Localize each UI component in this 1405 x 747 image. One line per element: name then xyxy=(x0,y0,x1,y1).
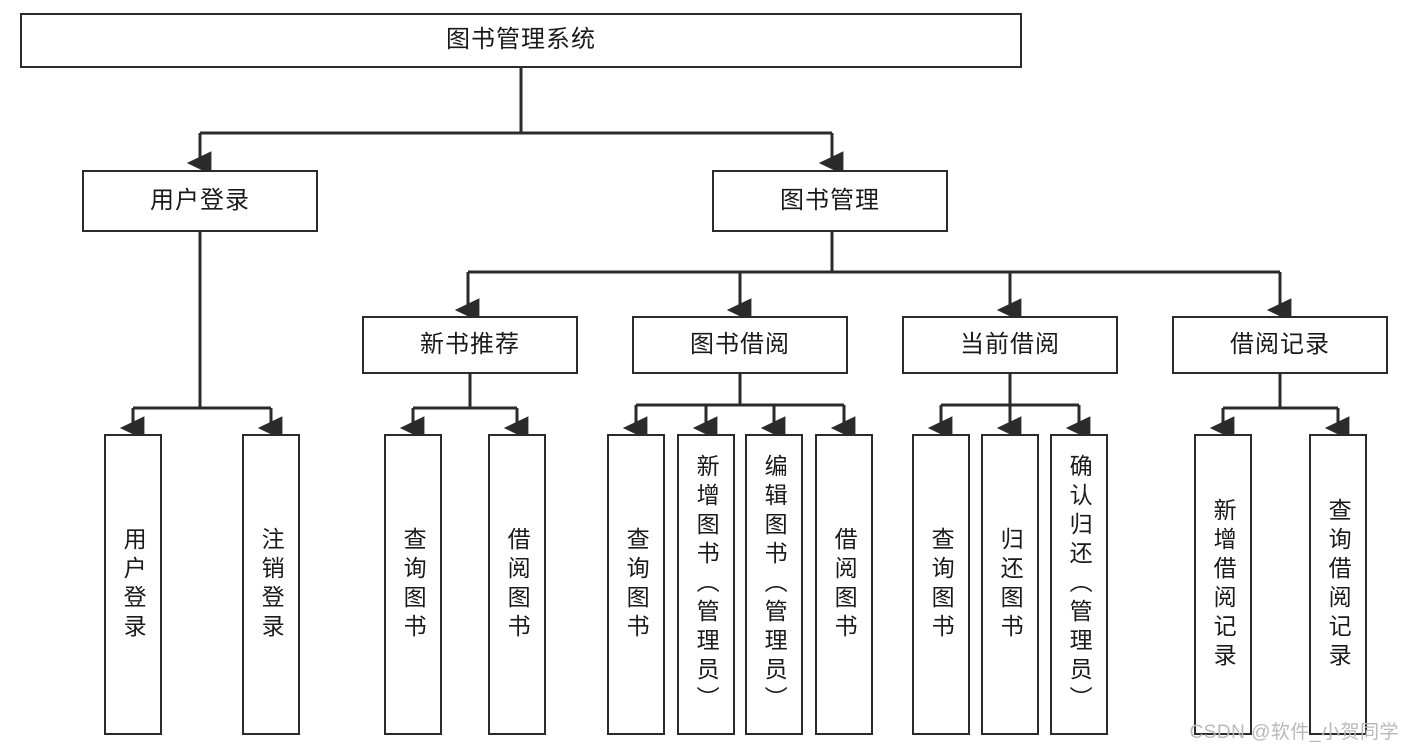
node-book-management[interactable]: 图书管理 xyxy=(712,170,948,232)
leaf-query-book-current[interactable]: 查询图书 xyxy=(912,434,970,735)
leaf-user-login[interactable]: 用户登录 xyxy=(104,434,162,735)
leaf-return-book[interactable]: 归还图书 xyxy=(981,434,1039,735)
node-book-management-label: 图书管理 xyxy=(780,186,880,214)
node-new-book-recommend[interactable]: 新书推荐 xyxy=(362,316,578,374)
watermark: CSDN @软件_小贺同学 xyxy=(1189,722,1399,743)
leaf-borrow-book-recommend[interactable]: 借阅图书 xyxy=(488,434,546,735)
node-root[interactable]: 图书管理系统 xyxy=(20,13,1022,68)
leaf-logout-label: 注销登录 xyxy=(258,526,285,643)
leaf-edit-book-admin-label: 编辑图书（管理员） xyxy=(761,454,788,715)
node-current-borrow-label: 当前借阅 xyxy=(960,330,1060,358)
node-borrow-record[interactable]: 借阅记录 xyxy=(1172,316,1388,374)
leaf-edit-book-admin[interactable]: 编辑图书（管理员） xyxy=(745,434,803,735)
leaf-return-book-label: 归还图书 xyxy=(997,526,1024,643)
leaf-query-book-borrow[interactable]: 查询图书 xyxy=(607,434,665,735)
leaf-query-borrow-record[interactable]: 查询借阅记录 xyxy=(1309,434,1367,735)
leaf-query-book-recommend[interactable]: 查询图书 xyxy=(384,434,442,735)
node-book-borrow[interactable]: 图书借阅 xyxy=(632,316,848,374)
node-current-borrow[interactable]: 当前借阅 xyxy=(902,316,1118,374)
leaf-borrow-book-borrow-label: 借阅图书 xyxy=(831,526,858,643)
leaf-query-book-recommend-label: 查询图书 xyxy=(400,526,427,643)
node-user-login-label: 用户登录 xyxy=(150,186,250,214)
leaf-logout[interactable]: 注销登录 xyxy=(242,434,300,735)
node-new-book-recommend-label: 新书推荐 xyxy=(420,330,520,358)
leaf-query-borrow-record-label: 查询借阅记录 xyxy=(1325,497,1352,672)
node-book-borrow-label: 图书借阅 xyxy=(690,330,790,358)
node-borrow-record-label: 借阅记录 xyxy=(1230,330,1330,358)
leaf-add-book-admin-label: 新增图书（管理员） xyxy=(693,454,720,715)
leaf-query-book-current-label: 查询图书 xyxy=(928,526,955,643)
node-root-label: 图书管理系统 xyxy=(446,26,596,54)
leaf-add-borrow-record-label: 新增借阅记录 xyxy=(1210,497,1237,672)
leaf-confirm-return-admin-label: 确认归还（管理员） xyxy=(1066,454,1093,715)
leaf-add-book-admin[interactable]: 新增图书（管理员） xyxy=(677,434,735,735)
leaf-borrow-book-borrow[interactable]: 借阅图书 xyxy=(815,434,873,735)
leaf-borrow-book-recommend-label: 借阅图书 xyxy=(504,526,531,643)
leaf-query-book-borrow-label: 查询图书 xyxy=(623,526,650,643)
leaf-add-borrow-record[interactable]: 新增借阅记录 xyxy=(1194,434,1252,735)
leaf-confirm-return-admin[interactable]: 确认归还（管理员） xyxy=(1050,434,1108,735)
node-user-login[interactable]: 用户登录 xyxy=(82,170,318,232)
leaf-user-login-label: 用户登录 xyxy=(120,526,147,643)
